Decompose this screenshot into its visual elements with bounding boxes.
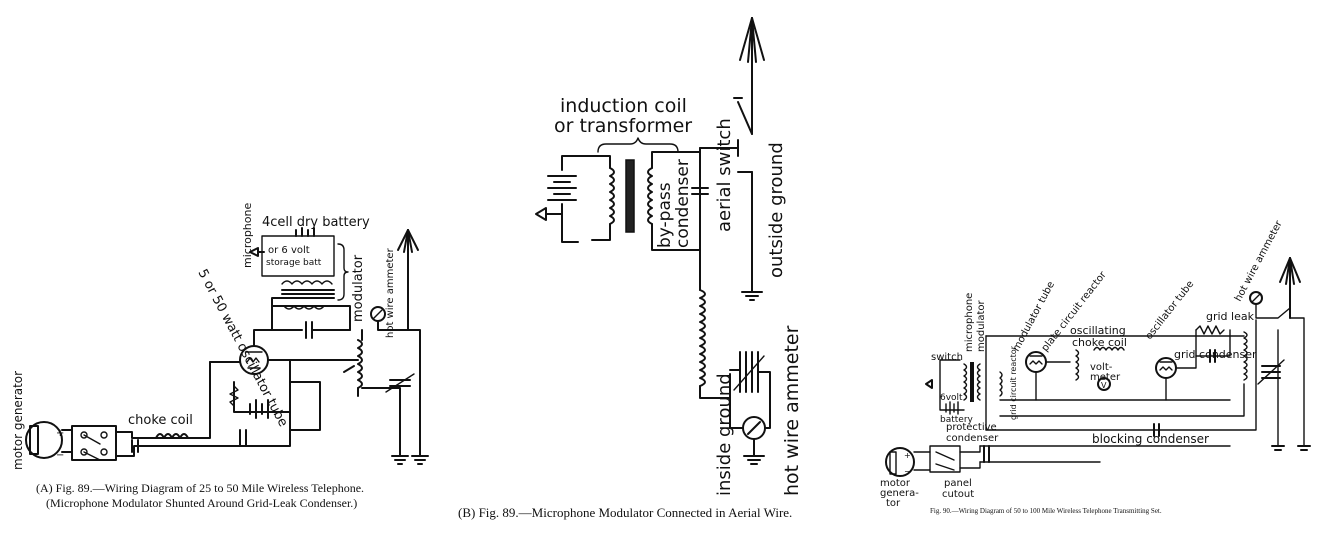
label-grid-leak-90: grid leak (1206, 310, 1255, 323)
label-choke-coil-90: choke coil (1072, 336, 1127, 349)
label-modulator-a: modulator (351, 254, 366, 322)
panel-cutout-90 (929, 445, 961, 473)
variable-condenser-b (733, 351, 765, 393)
caption-figure-b: (B) Fig. 89.—Microphone Modulator Connec… (458, 505, 793, 520)
label-cutout-90: cutout (942, 489, 974, 500)
label-protective-condenser-90: condenser (946, 433, 999, 444)
label-oscillating-90: oscillating (1070, 324, 1126, 337)
bypass-condenser-b (691, 187, 709, 195)
ground-90b (1297, 445, 1311, 451)
label-ammeter-90: hot wire ammeter (1233, 218, 1285, 303)
microphone-symbol-a (249, 247, 265, 257)
label-protective-90: protective (946, 422, 997, 433)
label-volt-90: volt- (1090, 362, 1113, 373)
svg-text:−: − (56, 450, 64, 461)
label-panel-90: panel (944, 478, 972, 489)
label-grid-reactor-90: grid circuit reactor (1009, 345, 1018, 420)
antenna-90 (1279, 257, 1301, 319)
label-motor-90: motor (880, 478, 911, 489)
label-battery-90: battery (940, 415, 974, 425)
label-battery-sub2: storage batt (266, 258, 322, 268)
figure-b: induction coil or transformer by-pass co… (535, 17, 803, 496)
label-ammeter-a: hot wire ammeter (385, 247, 396, 338)
grid-reactor-90 (999, 371, 1003, 397)
label-motor-generator-a: motor generator (11, 371, 25, 470)
label-6volt-90: 6volt (940, 393, 963, 403)
microphone-90 (925, 379, 933, 389)
condenser-symbol (131, 439, 139, 453)
modulator-tube-90 (1025, 351, 1047, 373)
loading-coil-b (699, 289, 706, 387)
grid-battery-a (249, 399, 269, 419)
aerial-switch-b (699, 97, 753, 293)
bottom-condenser (239, 429, 247, 447)
tank-coil-a (343, 339, 363, 397)
blocking-condenser-90 (1153, 423, 1160, 437)
label-bypass: by-pass (655, 182, 675, 248)
voltmeter-90: V (1097, 377, 1111, 391)
label-modulator-90: modulator (976, 300, 987, 352)
label-hot-wire-ammeter-b: hot wire ammeter (781, 325, 803, 496)
variable-condenser-90 (1257, 359, 1285, 385)
label-blocking-condenser-90: blocking condenser (1092, 432, 1209, 446)
label-outside-ground: outside ground (766, 142, 787, 278)
ground-a1 (391, 455, 409, 465)
ammeter-b (742, 416, 766, 440)
choke-coil-symbol (155, 433, 189, 439)
svg-text:V: V (1101, 381, 1107, 390)
motor-generator-90: + − (885, 447, 915, 477)
label-microphone-90: microphone (964, 293, 975, 352)
osc-choke-90 (1093, 346, 1125, 351)
svg-text:+: + (904, 451, 911, 460)
label-choke-coil-a: choke coil (128, 413, 193, 428)
ammeter-a (370, 306, 386, 322)
caption-figure-a: (A) Fig. 89.—Wiring Diagram of 25 to 50 … (36, 481, 436, 511)
double-pole-switch (71, 425, 117, 461)
plate-reactor-90 (1075, 349, 1080, 381)
ground-90a (1271, 445, 1285, 451)
induction-coil-b (609, 159, 653, 233)
battery-box-a (261, 227, 335, 277)
battery-90 (945, 401, 959, 415)
label-aerial-switch: aerial switch (714, 118, 735, 232)
label-oscillator-tube-90: oscillator tube (1144, 279, 1197, 342)
label-switch-90: switch (931, 352, 963, 363)
label-microphone-a: microphone (241, 203, 254, 268)
ground-a2 (411, 455, 429, 465)
label-battery-sub1: or 6 volt (268, 245, 310, 256)
figure-90: V + − (880, 218, 1311, 509)
svg-text:+: + (56, 428, 64, 439)
label-grid-condenser-90: grid condenser (1174, 348, 1257, 361)
battery-b (547, 175, 577, 201)
outside-ground-b (741, 291, 763, 301)
grid-leak-90 (1195, 325, 1231, 363)
modulator-transformer (281, 280, 335, 310)
caption-figure-90: Fig. 90.—Wiring Diagram of 50 to 100 Mil… (930, 507, 1162, 515)
label-or-transformer: or transformer (554, 115, 692, 137)
modulator-transformer-90 (963, 362, 981, 402)
caption-a-line1: (A) Fig. 89.—Wiring Diagram of 25 to 50 … (36, 481, 365, 495)
label-generator-90: genera- (880, 488, 919, 499)
antenna-b (739, 17, 765, 127)
tank-coil-90 (1243, 331, 1248, 381)
ammeter-90 (1249, 291, 1263, 305)
protective-condenser-90 (983, 445, 990, 463)
label-tor-90: tor (886, 498, 901, 509)
label-tube-a: 5 or 50 watt oscillator tube (194, 267, 290, 430)
oscillator-tube-90 (1155, 357, 1177, 379)
label-condenser-b: condenser (673, 159, 693, 248)
motor-generator-symbol: + − (25, 421, 73, 461)
label-battery-title: 4cell dry battery (262, 215, 370, 230)
inside-ground-b (743, 455, 765, 465)
microphone-b (535, 207, 563, 221)
label-induction-coil: induction coil (560, 95, 687, 117)
caption-a-line2: (Microphone Modulator Shunted Around Gri… (46, 496, 358, 510)
variable-condenser-a (385, 373, 415, 393)
antenna-a (397, 229, 419, 321)
figure-a: + − (11, 203, 429, 470)
svg-text:−: − (904, 467, 911, 476)
label-meter-90: meter (1090, 372, 1121, 383)
label-inside-ground: inside ground (714, 373, 735, 496)
